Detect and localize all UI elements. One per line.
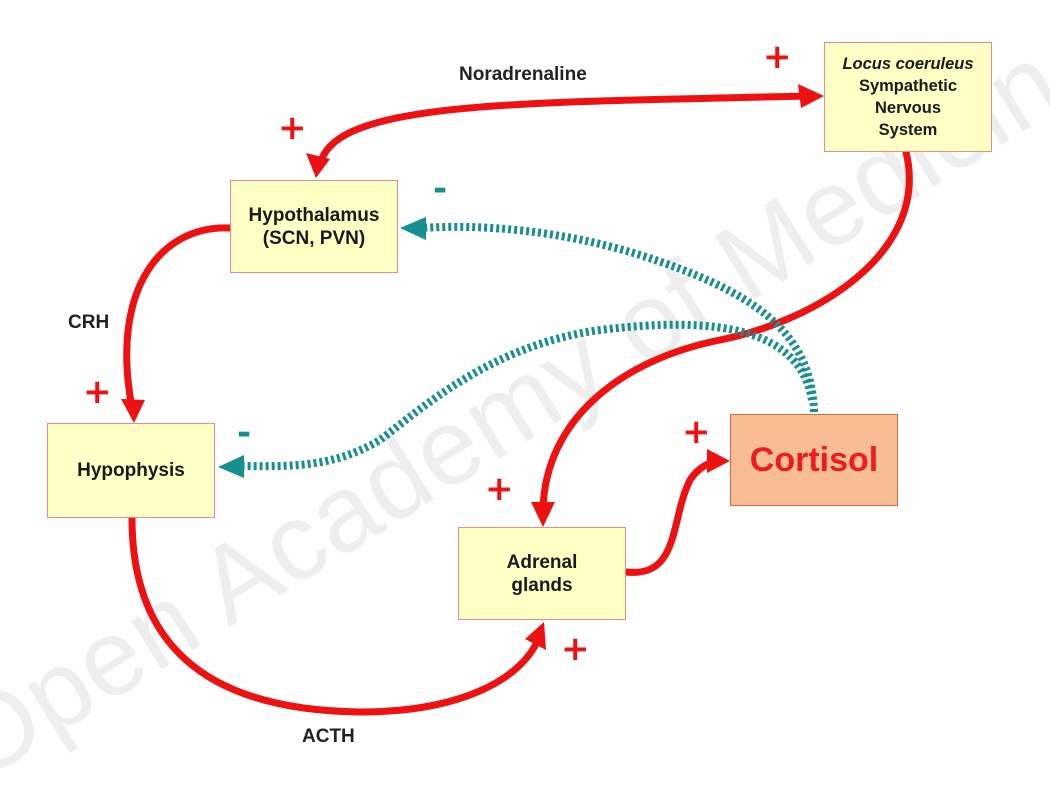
node-adrenal-glands: Adrenal glands: [458, 527, 626, 620]
plus-sign-adrenal-top: +: [485, 469, 514, 509]
plus-sign-adrenal-bottom: +: [561, 629, 590, 669]
arrowhead-inhibit-hypophysis: [218, 455, 244, 478]
arrowhead-crh: [121, 399, 145, 423]
node-hypophysis: Hypophysis: [47, 423, 215, 518]
node-locus-line4: System: [878, 121, 938, 139]
arrowhead-inhibit-hypothalamus: [400, 217, 426, 240]
diagram-arrows: [121, 84, 913, 716]
plus-sign-hypothalamus: +: [278, 108, 307, 148]
node-locus-coeruleus: Locus coeruleus Sympathetic Nervous Syst…: [824, 42, 992, 152]
node-locus-line1: Locus coeruleus: [842, 55, 974, 73]
minus-sign-hypophysis: -: [237, 413, 252, 453]
node-hypothalamus-line2: (SCN, PVN): [262, 227, 366, 249]
arrow-sympathetic-adrenal: [539, 148, 913, 514]
label-crh: CRH: [68, 312, 110, 333]
node-hypothalamus-line1: Hypothalamus: [248, 204, 380, 226]
arrow-crh: [123, 224, 234, 412]
node-adrenal-line2: glands: [511, 574, 573, 596]
node-hypothalamus: Hypothalamus (SCN, PVN): [230, 180, 398, 273]
node-cortisol-line1: Cortisol: [749, 441, 879, 479]
plus-sign-cortisol: +: [682, 412, 711, 452]
label-acth: ACTH: [302, 726, 355, 747]
arrowhead-acth: [525, 622, 546, 650]
plus-sign-hypophysis: +: [83, 372, 112, 412]
arrowhead-cortisol: [707, 449, 730, 473]
arrow-acth: [128, 514, 542, 716]
node-hypophysis-line1: Hypophysis: [77, 460, 185, 481]
label-noradrenaline: Noradrenaline: [459, 64, 587, 85]
arrow-adrenal-cortisol: [622, 458, 720, 576]
arrow-noradrenaline: [316, 92, 812, 170]
plus-sign-locus: +: [763, 37, 792, 77]
arrowhead-sympathetic-adrenal: [531, 502, 555, 527]
arrowhead-noradrenaline-locus: [798, 84, 824, 108]
arrowhead-noradrenaline-hypothalamus: [306, 153, 330, 178]
node-cortisol: Cortisol: [730, 414, 898, 506]
arrow-inhibit-hypophysis: [239, 320, 816, 471]
minus-sign-hypothalamus: -: [433, 169, 448, 209]
node-locus-line3: Nervous: [874, 99, 942, 117]
arrow-inhibit-hypothalamus: [421, 222, 818, 413]
node-adrenal-line1: Adrenal: [506, 551, 578, 573]
node-locus-line2: Sympathetic: [858, 77, 958, 95]
